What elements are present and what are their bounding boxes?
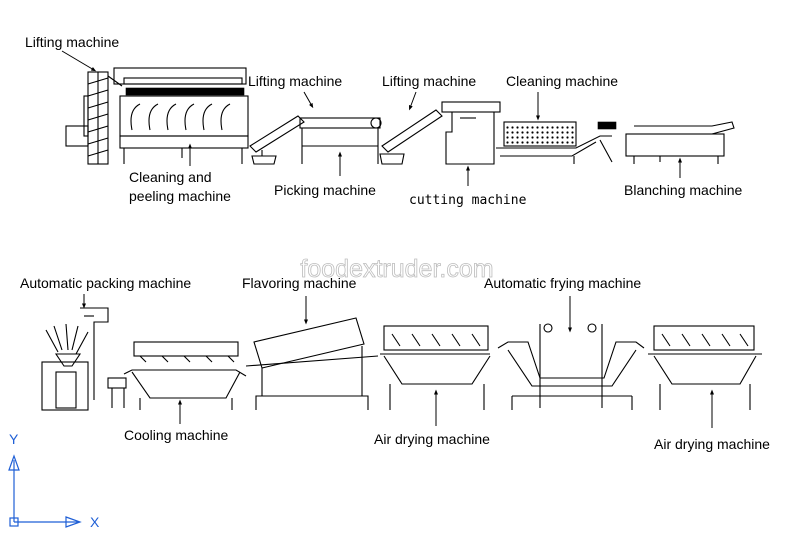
cleaning-machine	[496, 121, 617, 164]
label-air-drying-machine-2: Air drying machine	[654, 436, 770, 452]
label-frying-machine: Automatic frying machine	[484, 275, 641, 291]
lifting-machine-1	[65, 71, 123, 165]
air-drying-machine-2	[648, 325, 762, 410]
axis-label-x: X	[90, 514, 100, 530]
axis-label-y: Y	[9, 431, 19, 447]
cleaning-peeling-machine	[113, 67, 249, 164]
label-lifting-machine-2: Lifting machine	[248, 73, 342, 89]
cooling-machine	[123, 341, 247, 410]
blanching-machine	[625, 121, 735, 164]
label-packing-machine: Automatic packing machine	[20, 275, 191, 291]
label-cleaning-peeling-line-1: Cleaning and	[129, 169, 212, 185]
lifting-machine-2	[249, 115, 305, 165]
label-flavoring-machine: Flavoring machine	[242, 275, 357, 291]
label-lifting-machine-1: Lifting machine	[25, 34, 119, 50]
automatic-packing-machine	[41, 307, 127, 411]
axis-icon	[8, 454, 82, 528]
label-cleaning-peeling-line-2: peeling machine	[129, 188, 231, 204]
label-blanching-machine: Blanching machine	[624, 182, 743, 198]
label-picking-machine: Picking machine	[274, 182, 376, 198]
flavoring-machine	[245, 317, 379, 410]
label-lifting-machine-3: Lifting machine	[382, 73, 476, 89]
watermark-text: foodextruder.com	[300, 255, 493, 283]
label-air-drying-machine-1: Air drying machine	[374, 431, 490, 447]
label-cleaning-machine: Cleaning machine	[506, 73, 618, 89]
cutting-machine	[441, 101, 501, 165]
automatic-frying-machine	[497, 323, 645, 410]
lifting-machine-3	[379, 109, 443, 165]
label-cooling-machine: Cooling machine	[124, 427, 228, 443]
label-cutting-machine: cutting machine	[409, 193, 527, 208]
picking-machine	[299, 117, 382, 164]
air-drying-machine-1	[380, 325, 491, 410]
